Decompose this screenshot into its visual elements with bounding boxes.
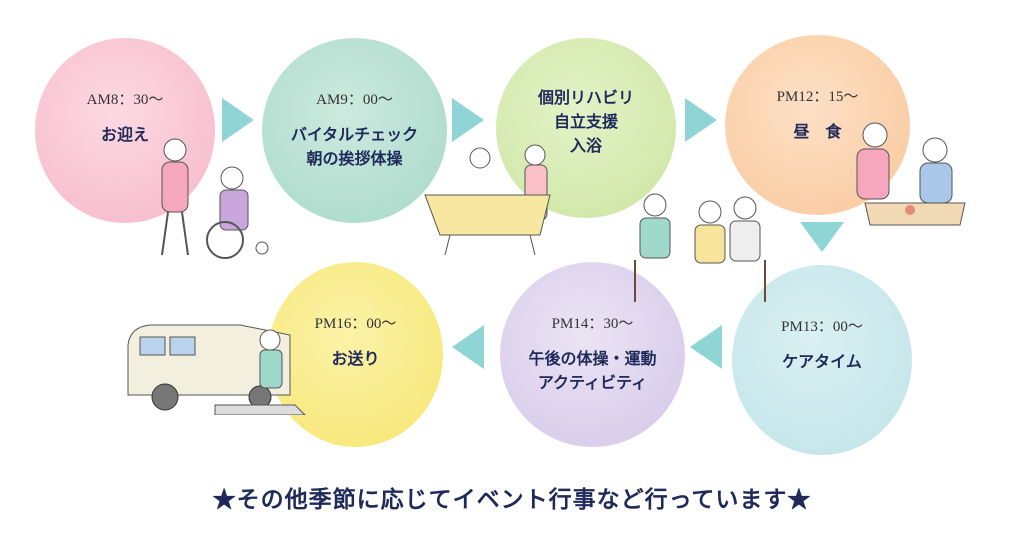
arrow-right-icon	[222, 98, 254, 142]
step-label: お送り	[331, 349, 380, 368]
step-afternoon-exercise: PM14：30〜 午後の体操・運動アクティビティ	[500, 262, 685, 447]
arrow-down-icon	[800, 222, 844, 252]
footer-note: ★その他季節に応じてイベント行事など行っています★	[212, 486, 812, 513]
step-time: AM8：30〜	[86, 92, 164, 108]
step-time: PM14：30〜	[551, 316, 634, 332]
step-vital-check: AM9：00〜 バイタルチェック朝の挨拶体操	[262, 38, 447, 223]
step-pickup: AM8：30〜 お迎え	[35, 38, 215, 223]
step-time: AM9：00〜	[316, 92, 393, 108]
step-care-time: PM13：00〜 ケアタイム	[732, 265, 912, 455]
step-label: お迎え	[100, 125, 149, 144]
step-drop-off: PM16：00〜 お送り	[268, 262, 443, 447]
arrow-right-icon	[685, 98, 717, 142]
step-time: PM16：00〜	[314, 316, 397, 332]
step-label: 午後の体操・運動アクティビティ	[528, 349, 657, 392]
step-label: 昼 食	[793, 122, 842, 141]
step-label: バイタルチェック朝の挨拶体操	[290, 125, 419, 168]
van-illustration	[127, 324, 306, 415]
step-time: PM12：15〜	[776, 89, 859, 105]
arrow-left-icon	[690, 325, 722, 369]
arrow-left-icon	[452, 325, 484, 369]
wheelchair-illustration	[161, 138, 269, 259]
arrow-right-icon	[452, 98, 484, 142]
step-label: ケアタイム	[782, 352, 862, 371]
exercise-group-illustration	[634, 193, 766, 302]
step-label: 個別リハビリ自立支援入浴	[537, 88, 634, 155]
bath-illustration	[424, 144, 551, 256]
step-time: PM13：00〜	[781, 319, 863, 335]
meal-illustration	[856, 122, 966, 226]
